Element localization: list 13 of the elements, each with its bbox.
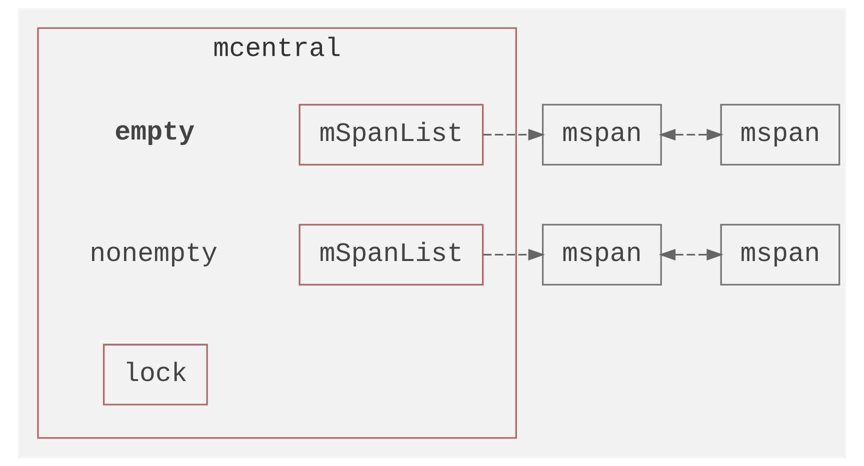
node-label: empty [114,118,195,148]
node-box: mSpanList [298,224,484,286]
node-box: mspan [542,104,662,166]
arrow [658,248,724,260]
node-label: nonempty [90,240,218,270]
arrow [483,128,545,141]
arrow [483,248,545,260]
node-box: mspan [720,224,840,286]
node-box: mspan [542,224,662,286]
arrow [658,128,724,141]
node-box: mspan [720,104,840,166]
node-box: mSpanList [298,104,484,166]
node-box: lock [102,344,208,406]
